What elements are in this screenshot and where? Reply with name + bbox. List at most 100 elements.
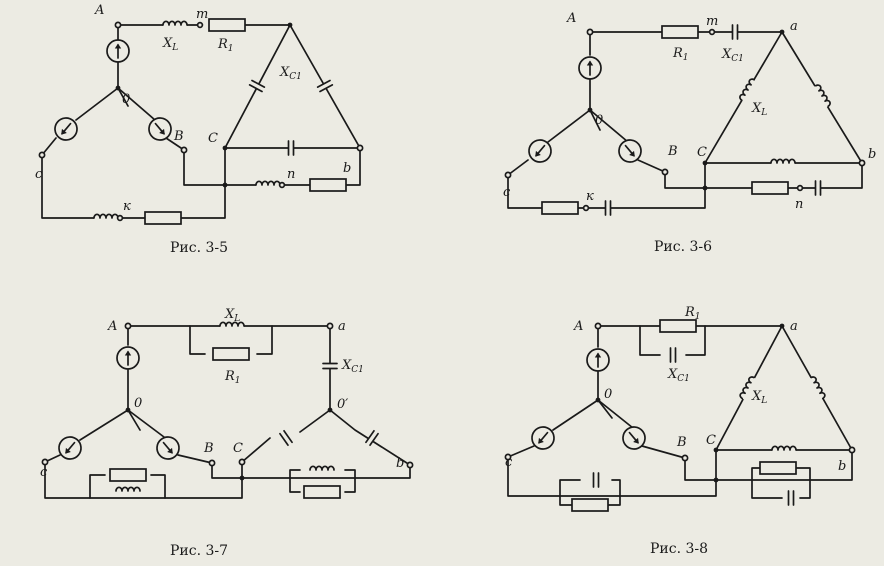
label-c: c [40,465,48,480]
label-b: B [203,441,214,456]
resistor-b-branch-icon [759,461,797,475]
caption-3-6: Рис. 3-6 [654,239,712,255]
label-big-c: C [706,433,716,448]
label-xc1: XC1 [341,358,364,375]
label-k: к [586,189,594,204]
node-dot-icon [504,322,856,483]
caption-3-7: Рис. 3-7 [170,543,228,559]
resistor-k-icon [541,201,579,215]
capacitor-cb-icon [287,139,295,157]
label-xc1: XC1 [279,65,302,82]
label-r1: R1 [217,37,234,54]
resistor-r1-icon [208,18,246,32]
inductor-k-icon [93,213,119,223]
label-n: n [287,167,295,182]
capacitor-ab-icon [315,78,335,94]
label-r1: R1 [672,46,689,63]
label-n: n [795,197,803,212]
resistor-c-branch-icon [571,498,609,512]
label-b-node: b [838,459,846,474]
label-a-node: a [790,19,798,34]
inductor-ca-icon [737,76,759,104]
label-a: A [94,3,104,18]
label-o: 0 [122,92,130,107]
source-a-icon [106,39,130,63]
source-a-icon [578,56,602,80]
label-c: c [35,167,43,182]
label-a-node: a [790,319,798,334]
inductor-cb-icon [771,445,797,455]
capacitor-n-icon [814,179,822,197]
label-b: B [667,144,678,159]
label-xl: XL [751,389,767,406]
label-xc1: XC1 [721,47,744,64]
capacitor-b-branch-icon [787,489,795,507]
caption-3-8: Рис. 3-8 [650,541,708,557]
resistor-r1-icon [659,319,697,333]
resistor-r1-icon [661,25,699,39]
label-r1: R1 [684,305,701,322]
figure-3-6: A 0 B c C a b m n к R1 XC1 XL Рис. 3-6 [503,11,876,255]
label-a: A [566,11,576,26]
resistor-n-icon [309,178,347,192]
source-b-icon [143,112,177,146]
source-b-icon [617,421,651,455]
label-xc1: XC1 [667,367,690,384]
label-o: 0 [604,387,612,402]
resistor-r1-icon [212,347,250,361]
inductor-xl-icon [162,20,188,30]
label-m: m [706,14,718,29]
node-dot-icon [38,21,364,222]
capacitor-k-icon [604,199,612,217]
source-a-icon [116,346,140,370]
label-b: B [173,129,184,144]
inductor-c-branch-icon [115,486,141,496]
inductor-ab-icon [806,374,828,402]
label-a: A [573,319,583,334]
label-a-node: a [338,319,346,334]
inductor-xl-icon [219,321,245,331]
label-r1: R1 [224,369,241,386]
source-c-icon [53,431,87,465]
label-b: B [676,435,687,450]
node-dot-icon [41,322,414,481]
resistor-b-branch-icon [303,485,341,499]
inductor-cb-icon [770,158,796,168]
label-big-c: C [208,131,218,146]
label-o: 0 [595,113,603,128]
resistor-k-icon [144,211,182,225]
inductor-b-branch-icon [309,465,335,475]
capacitor-c-branch-icon [592,471,600,489]
label-o: 0 [134,396,142,411]
figure-3-5: A 0 B c C b m n к XL R1 XC1 Рис. 3-5 [35,3,364,256]
figure-3-7: A 0 B c C a b 0′ XL R1 XC1 Рис. 3-7 [40,307,414,559]
node-dot-icon [504,28,866,212]
label-xl: XL [162,36,178,53]
resistor-c-branch-icon [109,468,147,482]
figure-3-8: A 0 B c C a b R1 XC1 XL Рис. 3-8 [504,305,856,557]
source-c-icon [526,421,560,455]
capacitor-ca-icon [247,78,267,94]
label-b-node: b [396,456,404,471]
label-c: c [505,455,513,470]
label-k: к [123,199,131,214]
label-xl: XL [751,101,767,118]
caption-3-5: Рис. 3-5 [170,240,228,256]
label-a: A [107,319,117,334]
label-big-c: C [233,441,243,456]
label-b-node: b [343,161,351,176]
label-c: c [503,185,511,200]
label-big-c: C [697,145,707,160]
inductor-ab-icon [811,82,833,110]
source-b-icon [151,431,185,465]
label-m: m [196,7,208,22]
label-o-prime: 0′ [337,397,348,412]
inductor-n-icon [255,180,281,190]
capacitor-oc-icon [278,428,294,448]
resistor-n-icon [751,181,789,195]
label-xl: XL [224,307,240,324]
capacitor-xc1-icon [321,362,339,370]
label-b-node: b [868,147,876,162]
